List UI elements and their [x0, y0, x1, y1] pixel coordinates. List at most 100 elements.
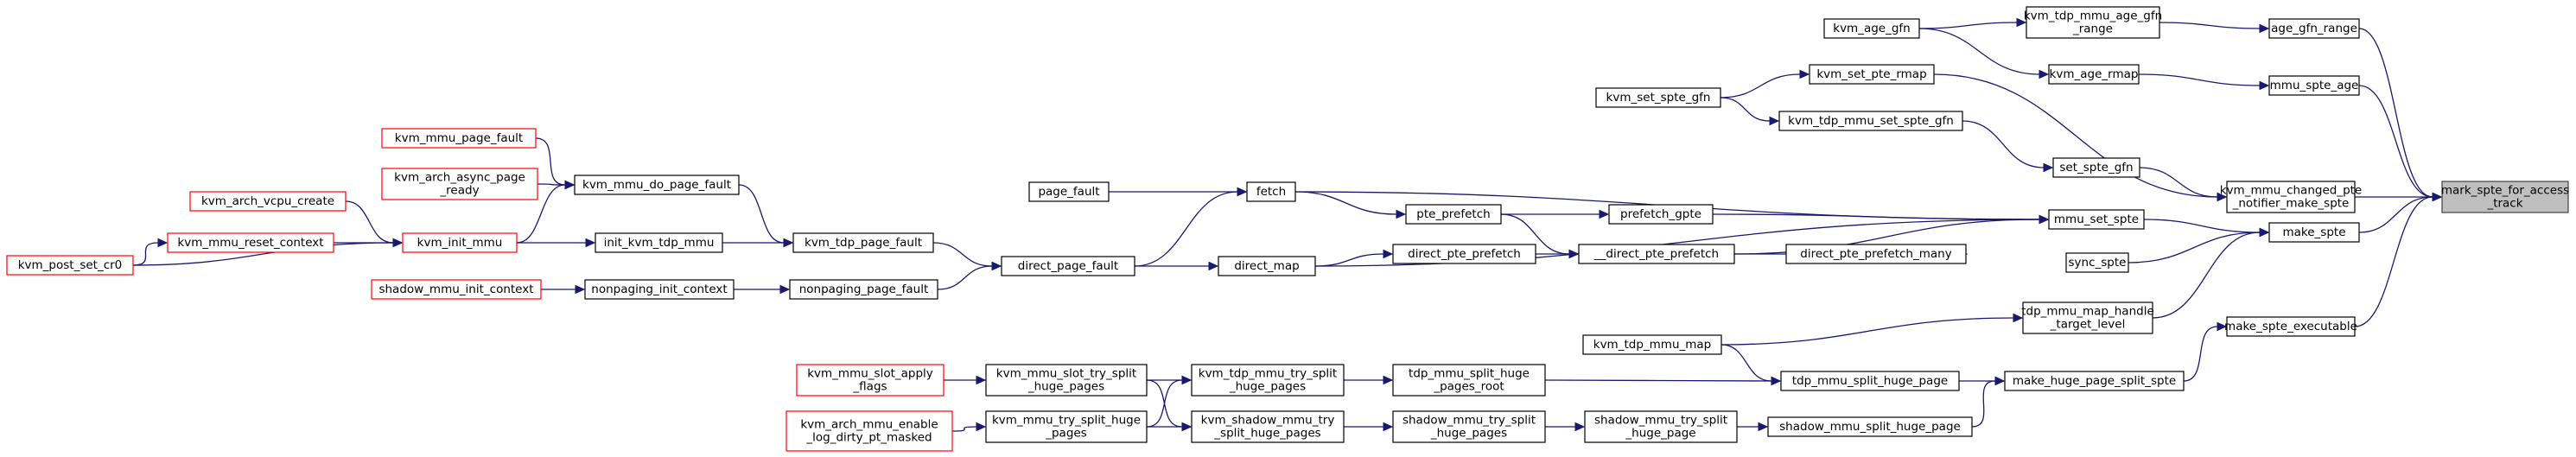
edge-arrowhead [1574, 422, 1586, 432]
node-kvm-arch-async-page-ready[interactable]: kvm_arch_async_page_ready [381, 168, 538, 200]
edge-set-spte-gfn-to-kvm-mmu-changed-pte-notifier-make-spte [2139, 167, 2228, 202]
node-tdp-mmu-split-huge-pages-root[interactable]: tdp_mmu_split_huge_pages_root [1392, 364, 1546, 397]
edge-line [1294, 191, 1397, 215]
node-box [789, 279, 938, 300]
node-tdp-mmu-map-handle-target-level[interactable]: tdp_mmu_map_handle_target_level [2021, 301, 2154, 334]
edge-line [1733, 219, 2040, 255]
node-kvm-init-mmu[interactable]: kvm_init_mmu [402, 232, 518, 253]
node-box [786, 410, 953, 452]
node-box [574, 175, 740, 195]
edge-mmu-spte-age-to-mark-spte-for-access-track [2358, 85, 2443, 202]
node-kvm-mmu-reset-context[interactable]: kvm_mmu_reset_context [167, 232, 334, 253]
node-direct-pte-prefetch[interactable]: direct_pte_prefetch [1392, 244, 1536, 264]
edge-arrowhead [976, 375, 987, 385]
node-page-fault[interactable]: page_fault [1028, 181, 1110, 202]
node-shadow-mmu-init-context[interactable]: shadow_mmu_init_context [371, 279, 542, 300]
node-kvm-mmu-slot-try-split-huge-pages[interactable]: kvm_mmu_slot_try_split_huge_pages [985, 364, 1148, 397]
node-label: direct_page_fault [1018, 259, 1118, 273]
edge-page-fault-to-fetch [1109, 187, 1248, 197]
node-make-spte-executable[interactable]: make_spte_executable [2224, 316, 2357, 337]
edge-line [2128, 232, 2261, 263]
node-box [595, 232, 723, 253]
edge-kvm-mmu-try-split-huge-pages-to-kvm-tdp-mmu-try-split-huge-pages [1146, 375, 1193, 428]
node-tdp-mmu-split-huge-page[interactable]: tdp_mmu_split_huge_page [1780, 371, 1960, 391]
node-label: kvm_tdp_page_fault [805, 236, 922, 250]
edge-line [932, 242, 993, 267]
node-make-huge-page-split-spte[interactable]: make_huge_page_split_spte [2004, 371, 2185, 391]
node-label: kvm_set_pte_rmap [1816, 67, 1926, 81]
node-shadow-mmu-split-huge-page[interactable]: shadow_mmu_split_huge_page [1767, 416, 1973, 437]
edge-line [516, 184, 566, 244]
node-kvm-mmu-page-fault[interactable]: kvm_mmu_page_fault [381, 128, 537, 149]
node-box [1595, 87, 1721, 108]
edge-line [2139, 167, 2218, 198]
edge-line [1146, 379, 1183, 428]
node-set-spte-gfn[interactable]: set_spte_gfn [2052, 157, 2140, 178]
node-kvm-age-gfn[interactable]: kvm_age_gfn [1823, 18, 1920, 39]
node-label: sync_spte [2069, 256, 2127, 270]
node-mmu-set-spte[interactable]: mmu_set_spte [2048, 209, 2145, 230]
edge-arrowhead [2217, 321, 2228, 332]
node-kvm-tdp-mmu-map[interactable]: kvm_tdp_mmu_map [1582, 334, 1722, 355]
node-box [2048, 64, 2140, 85]
node-label: kvm_tdp_mmu_age_gfn [2024, 10, 2162, 23]
node-nonpaging-init-context[interactable]: nonpaging_init_context [584, 279, 735, 300]
node-kvm-shadow-mmu-try-split-huge-pages[interactable]: kvm_shadow_mmu_try_split_huge_pages [1191, 410, 1345, 443]
node-label: _notifier_make_spte [2232, 197, 2350, 211]
node-label: _range [2072, 22, 2113, 36]
node-kvm-tdp-page-fault[interactable]: kvm_tdp_page_fault [792, 232, 934, 253]
node-kvm-post-set-cr0[interactable]: kvm_post_set_cr0 [6, 255, 134, 276]
node-mmu-spte-age[interactable]: mmu_spte_age [2268, 75, 2360, 96]
edge-shadow-mmu-try-split-huge-pages-to-shadow-mmu-try-split-huge-page [1545, 422, 1586, 432]
node-direct-pte-prefetch-many[interactable]: direct_pte_prefetch_many [1785, 244, 1967, 264]
node-label: _log_dirty_pt_masked [805, 431, 932, 445]
node-kvm-tdp-mmu-set-spte-gfn[interactable]: kvm_tdp_mmu_set_spte_gfn [1778, 111, 1963, 131]
node-age-gfn-range[interactable]: age_gfn_range [2268, 18, 2360, 39]
node-direct-map[interactable]: direct_map [1218, 256, 1316, 276]
node-direct-pte-prefetch[interactable]: __direct_pte_prefetch [1578, 244, 1735, 264]
node-kvm-set-pte-rmap[interactable]: kvm_set_pte_rmap [1809, 64, 1935, 85]
node-kvm-mmu-do-page-fault[interactable]: kvm_mmu_do_page_fault [574, 175, 740, 195]
node-label: kvm_arch_vcpu_create [201, 194, 334, 208]
edge-line [738, 184, 785, 244]
edge-arrowhead [1994, 376, 2006, 386]
node-box [2048, 209, 2145, 230]
node-box [584, 279, 735, 300]
node-label: fetch [1256, 185, 1286, 199]
node-direct-page-fault[interactable]: direct_page_fault [1001, 256, 1135, 276]
node-init-kvm-tdp-mmu[interactable]: init_kvm_tdp_mmu [595, 232, 723, 253]
node-kvm-age-rmap[interactable]: kvm_age_rmap [2048, 64, 2140, 85]
node-kvm-mmu-try-split-huge-pages[interactable]: kvm_mmu_try_split_huge_pages [985, 410, 1148, 443]
node-label: tdp_mmu_split_huge [1409, 367, 1530, 381]
node-shadow-mmu-try-split-huge-page[interactable]: shadow_mmu_try_split_huge_page [1584, 410, 1738, 443]
node-fetch[interactable]: fetch [1246, 181, 1296, 202]
edge-kvm-set-pte-rmap-to-kvm-mmu-changed-pte-notifier-make-spte [1933, 73, 2228, 202]
edge-line [2358, 28, 2433, 198]
node-kvm-arch-mmu-enable-log-dirty-pt-masked[interactable]: kvm_arch_mmu_enable_log_dirty_pt_masked [786, 410, 953, 452]
node-nonpaging-page-fault[interactable]: nonpaging_page_fault [789, 279, 938, 300]
node-kvm-mmu-changed-pte-notifier-make-spte[interactable]: kvm_mmu_changed_pte_notifier_make_spte [2220, 181, 2363, 213]
edge-kvm-init-mmu-to-kvm-mmu-do-page-fault [516, 180, 576, 244]
node-make-spte[interactable]: make_spte [2268, 222, 2360, 243]
edge-tdp-mmu-split-huge-pages-root-to-tdp-mmu-split-huge-page [1544, 376, 1782, 386]
edge-kvm-post-set-cr0-to-kvm-init-mmu [132, 238, 404, 266]
node-kvm-mmu-slot-apply-flags[interactable]: kvm_mmu_slot_apply_flags [796, 364, 945, 397]
node-prefetch-gpte[interactable]: prefetch_gpte [1608, 204, 1714, 225]
node-kvm-set-spte-gfn[interactable]: kvm_set_spte_gfn [1595, 87, 1721, 108]
node-box [1778, 111, 1963, 131]
node-kvm-tdp-mmu-age-gfn-range[interactable]: kvm_tdp_mmu_age_gfn_range [2024, 6, 2162, 39]
edge-line [1314, 253, 1384, 267]
node-label: _pages [1045, 427, 1087, 441]
node-sync-spte[interactable]: sync_spte [2065, 252, 2129, 273]
edge-arrowhead [2039, 69, 2050, 79]
node-shadow-mmu-try-split-huge-pages[interactable]: shadow_mmu_try_split_huge_pages [1392, 410, 1546, 443]
node-box [2052, 157, 2140, 178]
node-label: shadow_mmu_try_split [1594, 414, 1727, 428]
node-kvm-arch-vcpu-create[interactable]: kvm_arch_vcpu_create [189, 191, 347, 212]
node-pte-prefetch[interactable]: pte_prefetch [1405, 204, 1502, 225]
node-box [2226, 316, 2356, 337]
node-kvm-tdp-mmu-try-split-huge-pages[interactable]: kvm_tdp_mmu_try_split_huge_pages [1191, 364, 1345, 397]
edge-fetch-to-pte-prefetch [1294, 191, 1407, 219]
node-box [189, 191, 347, 212]
node-box [1028, 181, 1110, 202]
